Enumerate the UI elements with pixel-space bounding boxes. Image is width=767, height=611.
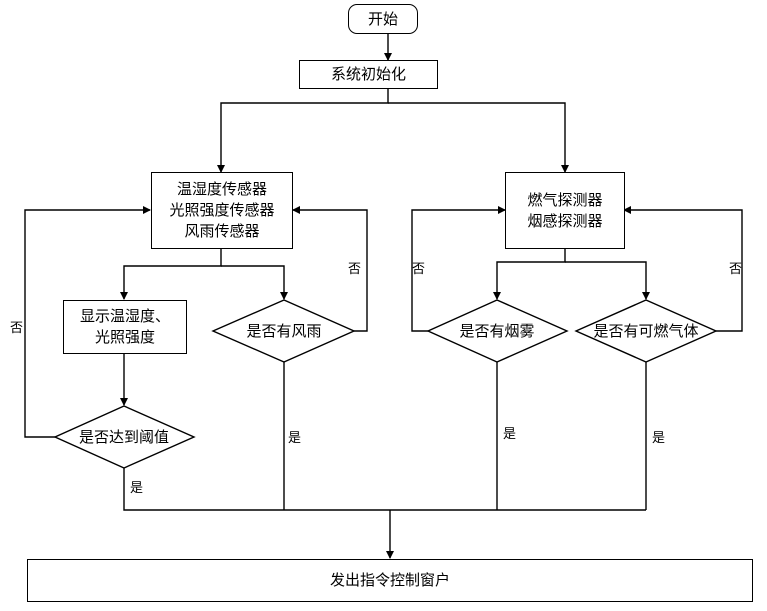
output-label: 发出指令控制窗户	[329, 571, 450, 589]
display-line-2: 光照强度	[94, 328, 155, 346]
display-node: 显示温湿度、 光照强度	[63, 300, 187, 354]
decision-threshold-label: 是否达到阈值	[78, 428, 169, 446]
decision-smoke-label: 是否有烟雾	[459, 322, 535, 340]
label-yes-threshold: 是	[130, 481, 144, 496]
edge-env-display	[120, 248, 222, 300]
edge-gas-smoke	[493, 248, 566, 300]
edge-flammable-no	[623, 206, 743, 332]
display-line-1: 显示温湿度、	[79, 307, 170, 325]
label-no-windrain: 否	[348, 262, 362, 277]
decision-flammable-shape	[574, 299, 718, 363]
edge-init-split	[217, 88, 389, 173]
init-label: 系统初始化	[330, 65, 406, 83]
label-yes-smoke: 是	[503, 427, 517, 442]
output-node: 发出指令控制窗户	[27, 559, 753, 602]
decision-smoke-shape	[426, 299, 569, 363]
gas-sensor-flammable: 燃气探测器	[527, 190, 603, 209]
decision-flammable-label: 是否有可燃气体	[593, 322, 699, 340]
edge-env-windrain	[221, 265, 288, 300]
label-no-threshold: 否	[10, 321, 24, 336]
edge-windrain-no	[292, 206, 368, 332]
label-yes-flammable: 是	[652, 431, 666, 446]
edge-smoke-no	[411, 206, 506, 332]
env-sensor-wind-rain: 风雨传感器	[184, 222, 260, 240]
decision-threshold-shape	[53, 405, 196, 469]
gas-sensor-smoke: 烟感探测器	[527, 211, 603, 230]
edge-init-gas	[388, 102, 569, 173]
init-node: 系统初始化	[299, 60, 438, 89]
label-no-flammable: 否	[729, 262, 743, 277]
edge-threshold-yes	[123, 468, 646, 511]
start-label: 开始	[367, 9, 398, 28]
edge-gas-flammable	[565, 261, 650, 300]
env-sensors-node: 温湿度传感器 光照强度传感器 风雨传感器	[151, 172, 293, 249]
edge-threshold-no	[24, 206, 151, 438]
env-sensor-light: 光照强度传感器	[169, 201, 275, 219]
start-node: 开始	[348, 4, 418, 34]
decision-windrain-shape	[211, 299, 356, 363]
label-no-smoke: 否	[412, 262, 426, 277]
env-sensor-temp-humidity: 温湿度传感器	[176, 180, 267, 198]
label-yes-windrain: 是	[288, 431, 302, 446]
decision-windrain-label: 是否有风雨	[246, 322, 322, 340]
gas-sensors-node: 燃气探测器 烟感探测器	[505, 172, 625, 249]
